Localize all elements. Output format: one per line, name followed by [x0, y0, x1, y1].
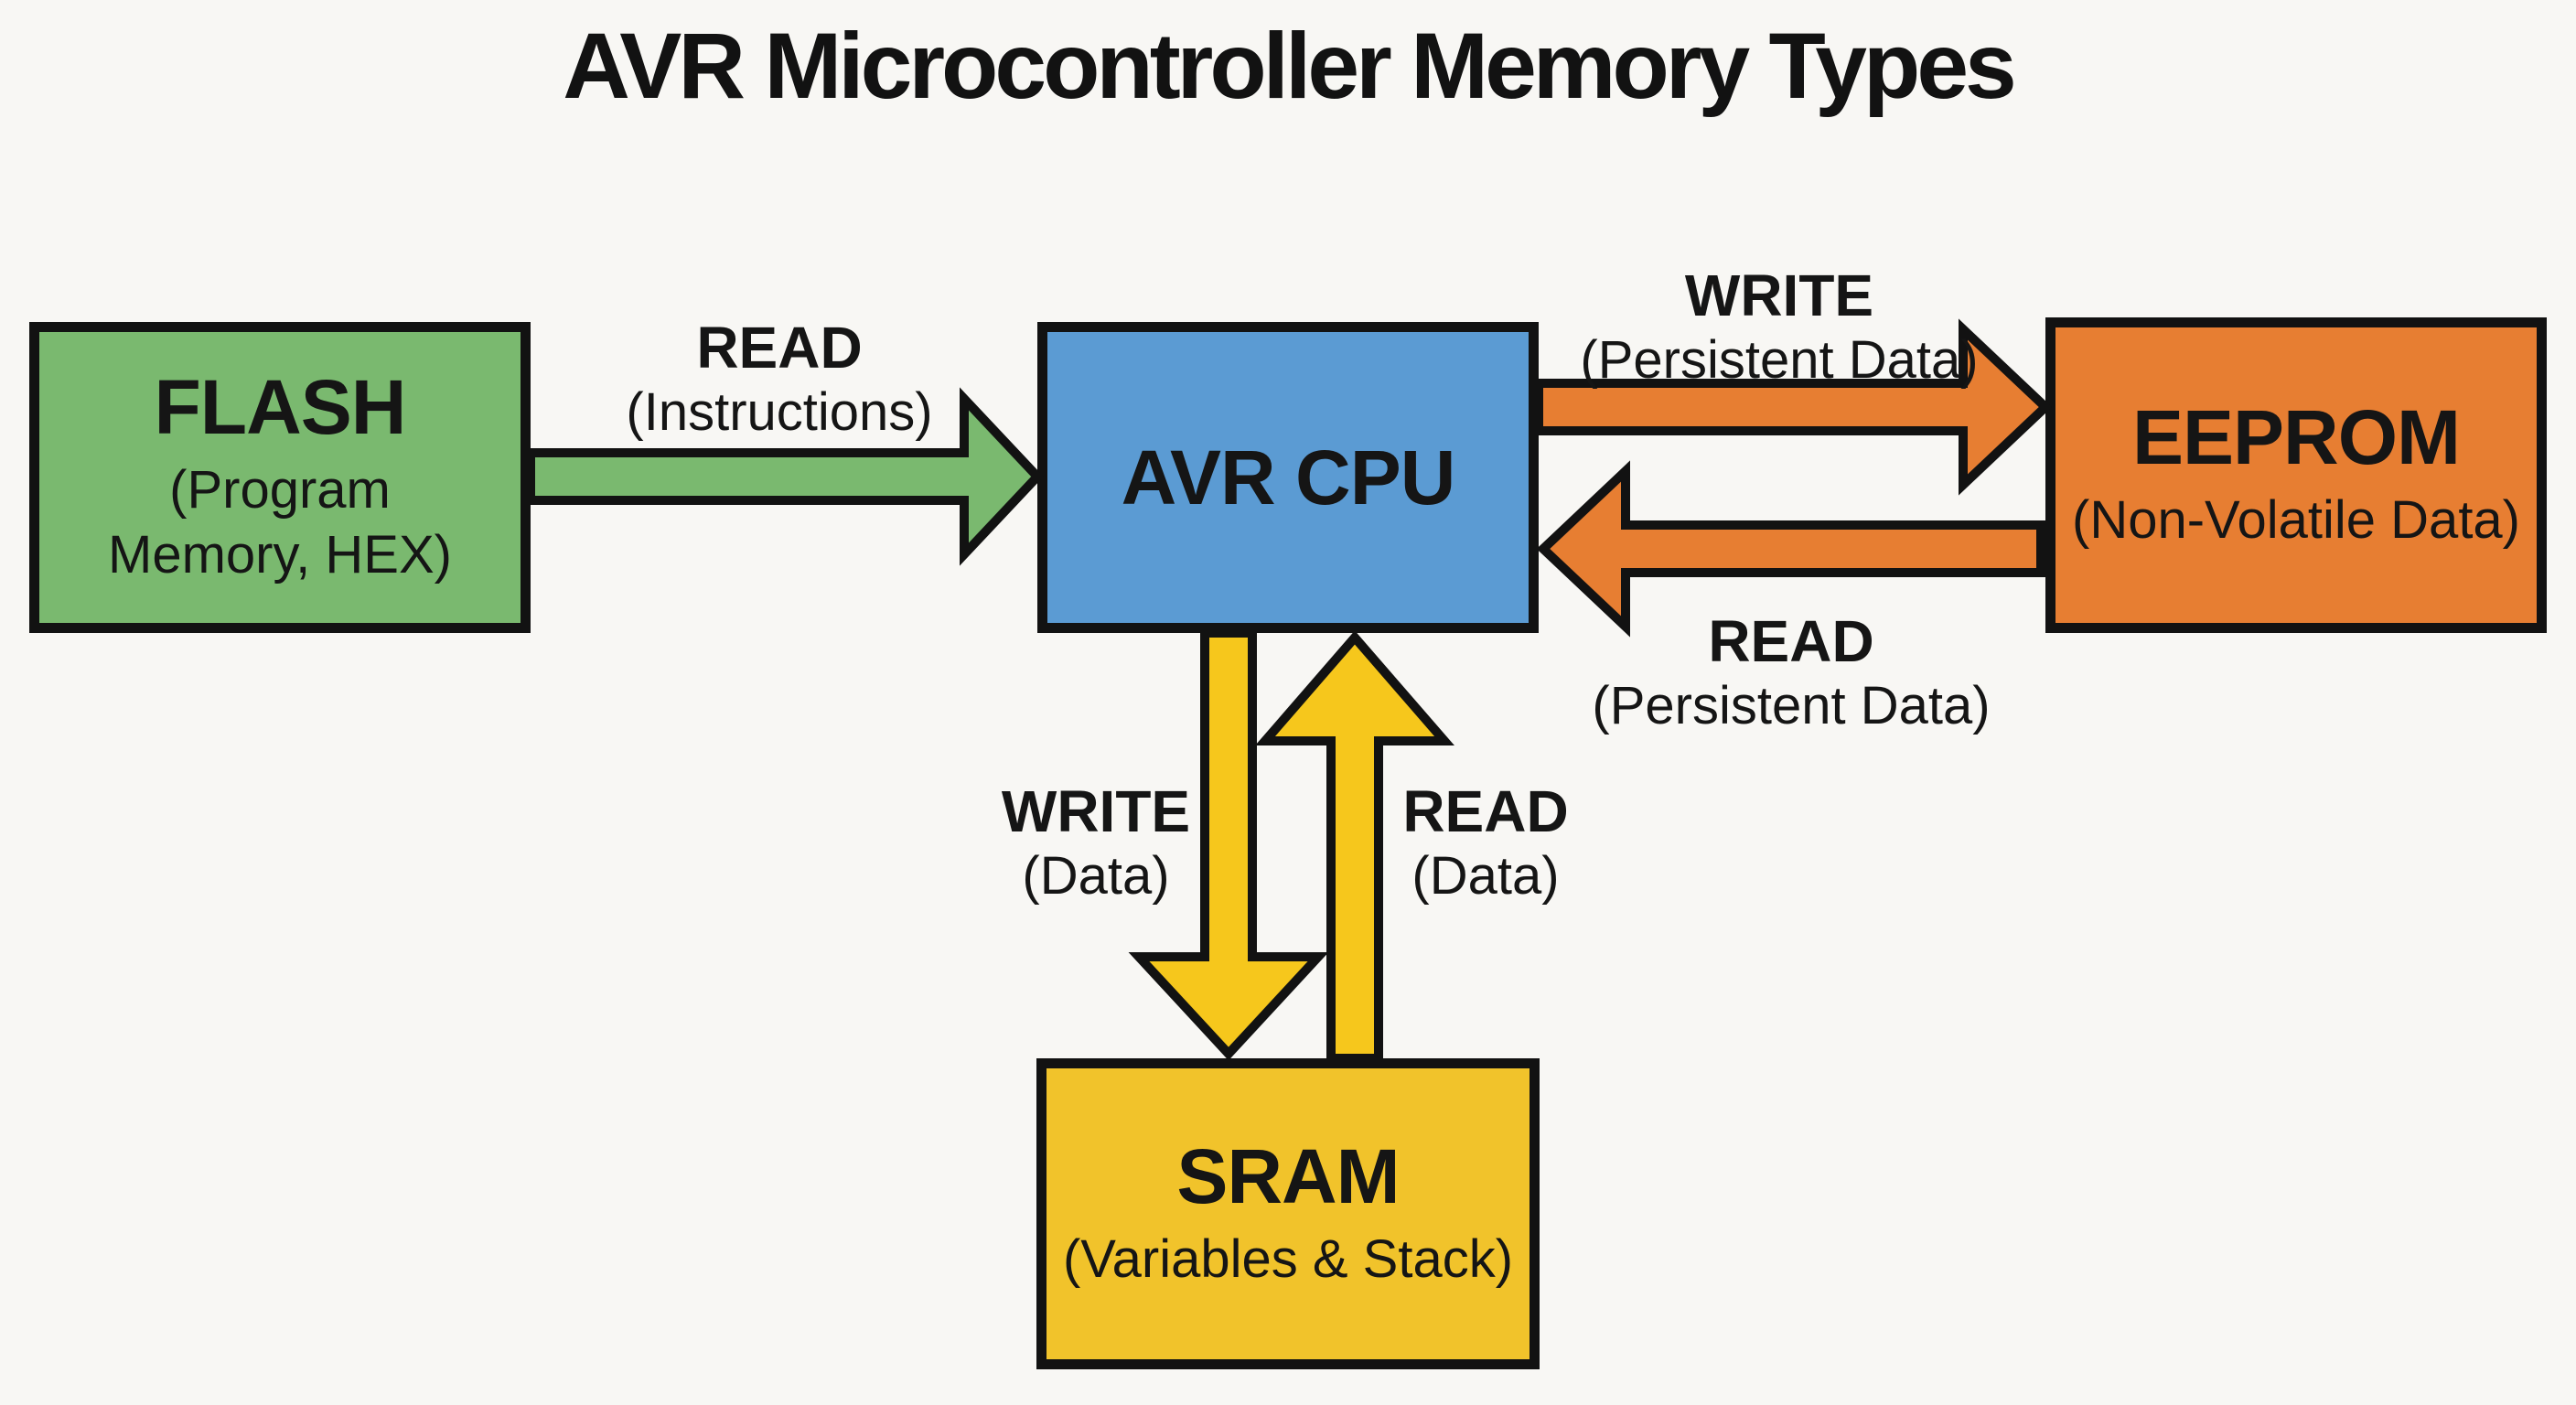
- arrow-cpu-to-sram: [1128, 628, 1329, 1061]
- eeprom-sublabel: (Non-Volatile Data): [2072, 490, 2520, 551]
- label-read-persistent-sub: (Persistent Data): [1592, 675, 1991, 735]
- node-sram: SRAM (Variables & Stack): [1036, 1058, 1540, 1369]
- node-avr-cpu: AVR CPU: [1037, 322, 1539, 633]
- label-read-instructions: READ (Instructions): [626, 315, 933, 444]
- flash-sublabel: (Program Memory, HEX): [108, 458, 452, 588]
- flash-label: FLASH: [154, 364, 407, 451]
- label-read-persistent-verb: READ: [1708, 608, 1874, 674]
- sram-sublabel: (Variables & Stack): [1062, 1228, 1514, 1289]
- label-write-persistent: WRITE (Persistent Data): [1580, 263, 1978, 391]
- eeprom-label: EEPROM: [2131, 394, 2461, 481]
- arrow-cpu-to-sram-shape: [1128, 628, 1329, 1061]
- arrow-eeprom-to-cpu-shape: [1536, 460, 2045, 638]
- label-write-persistent-verb: WRITE: [1684, 263, 1874, 328]
- avr-cpu-label: AVR CPU: [1121, 434, 1456, 520]
- label-read-data-verb: READ: [1402, 778, 1569, 844]
- label-write-data-sub: (Data): [1022, 845, 1170, 906]
- flash-sublabel-line2: Memory, HEX): [108, 525, 452, 585]
- arrow-flash-to-cpu: [526, 387, 1044, 566]
- label-read-instructions-sub: (Instructions): [626, 381, 933, 442]
- arrow-sram-to-cpu: [1255, 630, 1454, 1063]
- label-write-data-verb: WRITE: [1001, 778, 1191, 844]
- label-read-persistent: READ (Persistent Data): [1592, 608, 1991, 737]
- node-eeprom: EEPROM (Non-Volatile Data): [2045, 317, 2547, 633]
- label-write-persistent-sub: (Persistent Data): [1580, 329, 1979, 390]
- arrow-sram-to-cpu-shape: [1255, 630, 1454, 1063]
- arrow-flash-to-cpu-shape: [526, 387, 1044, 566]
- arrow-cpu-to-eeprom-shape: [1534, 318, 2053, 496]
- label-read-data-sub: (Data): [1411, 845, 1560, 906]
- arrow-cpu-to-eeprom: [1534, 318, 2053, 496]
- label-read-data: READ (Data): [1402, 778, 1569, 907]
- arrow-eeprom-to-cpu: [1536, 460, 2045, 638]
- label-read-instructions-verb: READ: [696, 315, 863, 381]
- flash-sublabel-line1: (Program: [169, 460, 391, 520]
- sram-label: SRAM: [1176, 1132, 1400, 1219]
- label-write-data: WRITE (Data): [1001, 778, 1191, 907]
- node-flash: FLASH (Program Memory, HEX): [29, 322, 531, 633]
- diagram-title: AVR Microcontroller Memory Types: [563, 14, 2017, 118]
